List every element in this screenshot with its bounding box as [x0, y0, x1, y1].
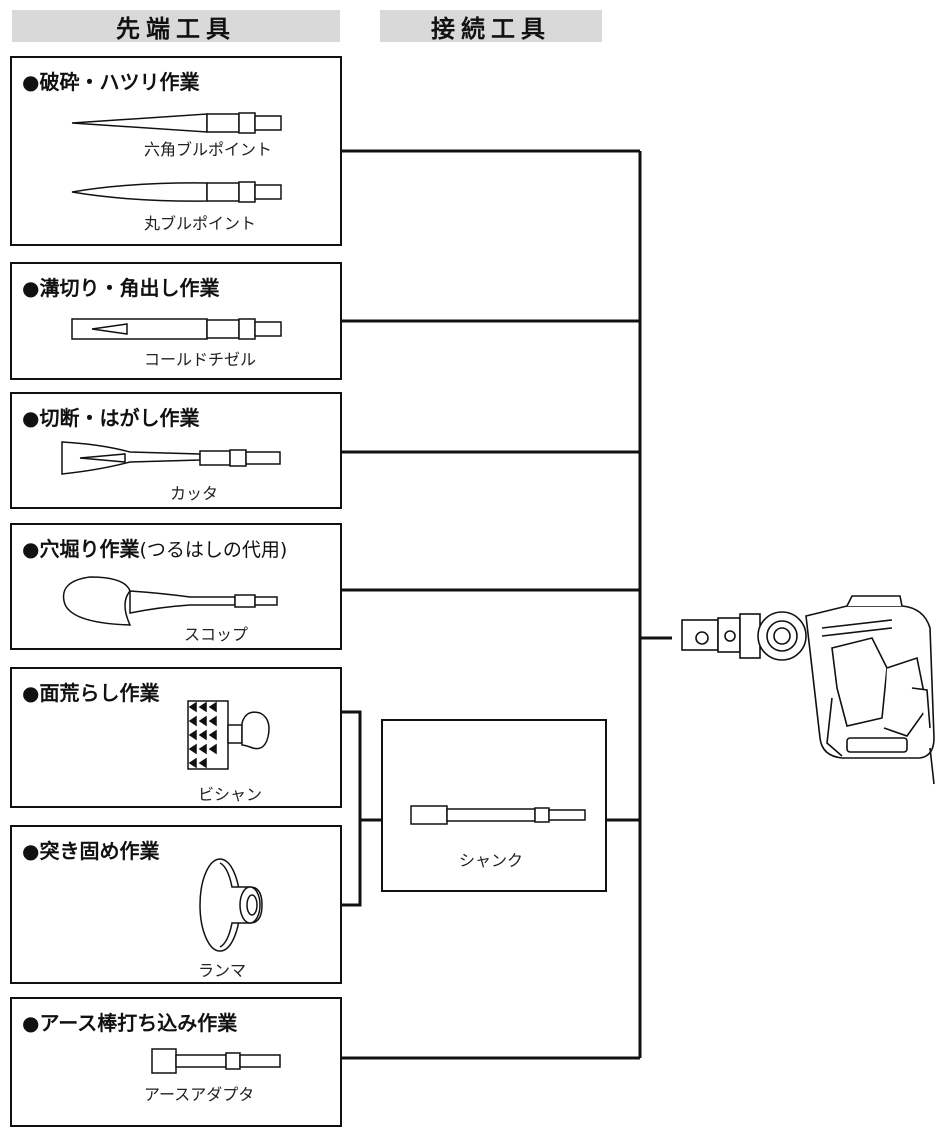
group-title: ●穴堀り作業(つるはしの代用) — [22, 533, 287, 562]
tool-label: スコップ — [184, 625, 249, 644]
group-title-text: ●穴堀り作業 — [22, 537, 140, 561]
header-tip-tools: 先端工具 — [12, 10, 340, 43]
bush-hammer-icon — [187, 700, 270, 770]
point-chisel-icon — [71, 112, 282, 134]
shank-icon — [410, 805, 586, 825]
tool-label: コールドチゼル — [144, 350, 257, 369]
tool-label: ビシャン — [198, 785, 263, 804]
earth-adapter-icon — [151, 1048, 281, 1074]
group-title: ●突き固め作業 — [22, 839, 160, 863]
cutter-chisel-icon — [61, 441, 281, 475]
group-digging: ●穴堀り作業(つるはしの代用) スコップ — [10, 523, 342, 650]
demolition-hammer-icon — [681, 595, 935, 785]
connector-box-shank: シャンク — [381, 719, 607, 892]
group-title: ●切断・はがし作業 — [22, 406, 200, 430]
tool-label: 六角ブルポイント — [144, 140, 273, 159]
group-title: ●溝切り・角出し作業 — [22, 276, 220, 300]
group-earth-rod-driving: ●アース棒打ち込み作業 アースアダプタ — [10, 997, 342, 1127]
round-point-icon — [71, 181, 282, 203]
tool-label: カッタ — [170, 484, 219, 503]
connector-label: シャンク — [459, 851, 524, 870]
group-cutting-stripping: ●切断・はがし作業 カッタ — [10, 392, 342, 509]
tool-label: 丸ブルポイント — [144, 214, 257, 233]
group-surface-roughening: ●面荒らし作業 ビシャン — [10, 667, 342, 808]
tool-label: ランマ — [198, 961, 247, 980]
group-title: ●面荒らし作業 — [22, 681, 160, 705]
group-grooving-cornering: ●溝切り・角出し作業 コールドチゼル — [10, 262, 342, 380]
header-connecting-tools: 接続工具 — [380, 10, 602, 43]
scoop-icon — [62, 576, 278, 626]
cold-chisel-icon — [71, 318, 282, 340]
group-title: ●破砕・ハツリ作業 — [22, 70, 200, 94]
group-crushing-chipping: ●破砕・ハツリ作業 六角ブルポイント 丸ブルポイント — [10, 56, 342, 246]
group-compacting: ●突き固め作業 ランマ — [10, 825, 342, 984]
tamper-icon — [199, 858, 263, 952]
group-title-note: (つるはしの代用) — [139, 539, 288, 561]
tool-label: アースアダプタ — [144, 1085, 255, 1104]
group-title: ●アース棒打ち込み作業 — [22, 1011, 238, 1035]
